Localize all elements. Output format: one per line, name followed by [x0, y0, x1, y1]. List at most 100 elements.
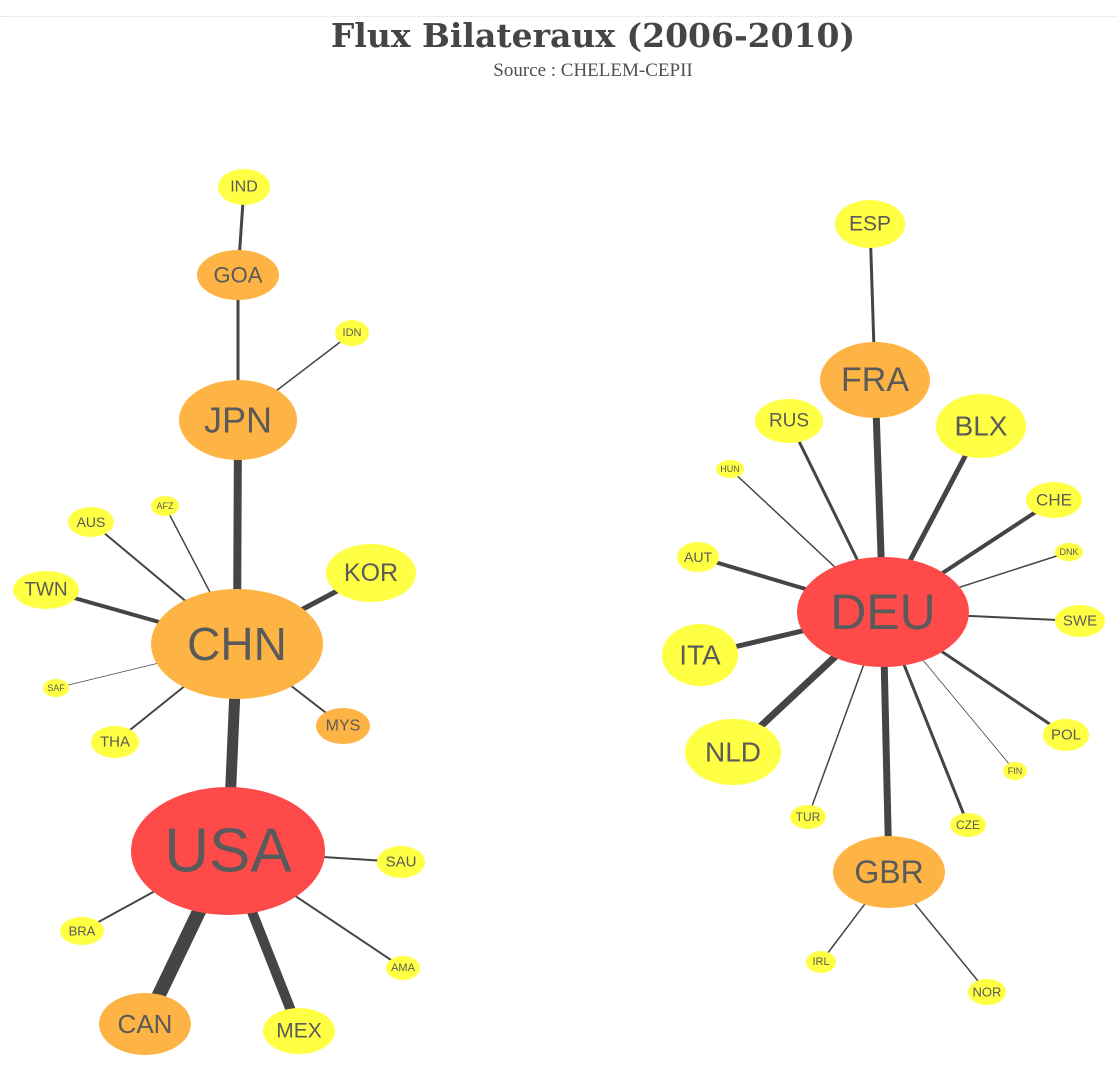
- node-can-bubble: [99, 993, 191, 1055]
- node-dnk-bubble: [1055, 543, 1083, 561]
- node-goa-label: GOA: [214, 263, 263, 288]
- node-nld-label: NLD: [705, 737, 761, 768]
- node-chn-label: CHN: [187, 618, 287, 670]
- node-goa[interactable]: GOA: [197, 250, 279, 300]
- node-rus[interactable]: RUS: [755, 399, 823, 443]
- node-saf-bubble: [43, 679, 69, 697]
- node-che[interactable]: CHE: [1026, 482, 1082, 518]
- node-che-label: CHE: [1036, 491, 1072, 510]
- node-esp[interactable]: ESP: [835, 200, 905, 248]
- node-goa-bubble: [197, 250, 279, 300]
- node-fra[interactable]: FRA: [820, 342, 930, 418]
- nodes-layer: IND GOA IDN JPN AUS AFZ KOR TWN CHN SAF MYS THA USA S…: [13, 169, 1105, 1055]
- node-aut[interactable]: AUT: [677, 542, 719, 572]
- node-esp-bubble: [835, 200, 905, 248]
- node-chn[interactable]: CHN: [151, 589, 323, 699]
- node-dnk-label: DNK: [1059, 547, 1078, 557]
- node-bra[interactable]: BRA: [60, 917, 104, 945]
- node-nld[interactable]: NLD: [685, 719, 781, 785]
- node-fra-label: FRA: [841, 361, 909, 399]
- node-che-bubble: [1026, 482, 1082, 518]
- node-ama-bubble: [386, 956, 420, 980]
- node-jpn-label: JPN: [204, 400, 272, 441]
- chart-title: Flux Bilateraux (2006-2010): [330, 16, 856, 55]
- node-deu-bubble: [797, 557, 969, 667]
- node-aus[interactable]: AUS: [68, 507, 114, 537]
- node-sau[interactable]: SAU: [377, 846, 425, 878]
- node-nor[interactable]: NOR: [968, 979, 1006, 1005]
- node-ama[interactable]: AMA: [386, 956, 420, 980]
- node-usa-label: USA: [164, 817, 292, 886]
- node-saf-label: SAF: [47, 683, 65, 693]
- node-ita-bubble: [662, 624, 738, 686]
- node-twn-label: TWN: [24, 580, 67, 601]
- node-usa-bubble: [131, 787, 325, 915]
- node-swe-label: SWE: [1063, 613, 1097, 630]
- node-fin-bubble: [1003, 762, 1027, 780]
- node-tha[interactable]: THA: [91, 726, 139, 758]
- node-mex[interactable]: MEX: [263, 1008, 335, 1054]
- node-twn-bubble: [13, 571, 79, 609]
- node-ita[interactable]: ITA: [662, 624, 738, 686]
- node-jpn-bubble: [179, 380, 297, 460]
- top-divider: [0, 16, 1116, 17]
- node-twn[interactable]: TWN: [13, 571, 79, 609]
- node-kor-label: KOR: [344, 559, 398, 587]
- node-afz-bubble: [151, 496, 179, 516]
- node-mys-bubble: [316, 708, 370, 744]
- node-tha-label: THA: [100, 734, 130, 751]
- node-mys[interactable]: MYS: [316, 708, 370, 744]
- node-ind-bubble: [218, 169, 270, 205]
- node-nor-label: NOR: [973, 985, 1002, 1000]
- node-nld-bubble: [685, 719, 781, 785]
- node-dnk[interactable]: DNK: [1055, 543, 1083, 561]
- node-hun-bubble: [716, 460, 744, 478]
- node-ama-label: AMA: [391, 962, 416, 974]
- node-irl[interactable]: IRL: [806, 951, 836, 973]
- node-idn[interactable]: IDN: [335, 320, 369, 346]
- node-mys-label: MYS: [326, 718, 361, 735]
- node-cze-label: CZE: [956, 818, 980, 832]
- node-blx[interactable]: BLX: [936, 394, 1026, 458]
- node-usa[interactable]: USA: [131, 787, 325, 915]
- node-jpn[interactable]: JPN: [179, 380, 297, 460]
- node-tha-bubble: [91, 726, 139, 758]
- node-rus-bubble: [755, 399, 823, 443]
- node-mex-bubble: [263, 1008, 335, 1054]
- node-pol-bubble: [1043, 719, 1089, 751]
- node-deu[interactable]: DEU: [797, 557, 969, 667]
- node-hun[interactable]: HUN: [716, 460, 744, 478]
- node-fin[interactable]: FIN: [1003, 762, 1027, 780]
- node-idn-bubble: [335, 320, 369, 346]
- node-can-label: CAN: [118, 1009, 173, 1039]
- node-aut-label: AUT: [684, 549, 712, 565]
- node-fra-bubble: [820, 342, 930, 418]
- node-swe-bubble: [1055, 605, 1105, 637]
- node-gbr[interactable]: GBR: [833, 836, 945, 908]
- node-swe[interactable]: SWE: [1055, 605, 1105, 637]
- node-bra-bubble: [60, 917, 104, 945]
- node-kor-bubble: [326, 544, 416, 602]
- node-irl-bubble: [806, 951, 836, 973]
- node-cze[interactable]: CZE: [950, 813, 986, 837]
- node-sau-bubble: [377, 846, 425, 878]
- node-ind[interactable]: IND: [218, 169, 270, 205]
- node-chn-bubble: [151, 589, 323, 699]
- node-hun-label: HUN: [720, 464, 740, 474]
- node-nor-bubble: [968, 979, 1006, 1005]
- node-ita-label: ITA: [679, 640, 721, 671]
- node-aus-bubble: [68, 507, 114, 537]
- node-gbr-label: GBR: [854, 854, 923, 890]
- node-bra-label: BRA: [69, 924, 96, 939]
- node-aut-bubble: [677, 542, 719, 572]
- node-pol[interactable]: POL: [1043, 719, 1089, 751]
- node-afz[interactable]: AFZ: [151, 496, 179, 516]
- node-fin-label: FIN: [1008, 766, 1023, 776]
- node-gbr-bubble: [833, 836, 945, 908]
- node-can[interactable]: CAN: [99, 993, 191, 1055]
- node-tur[interactable]: TUR: [790, 805, 826, 829]
- node-rus-label: RUS: [769, 411, 809, 432]
- node-kor[interactable]: KOR: [326, 544, 416, 602]
- node-saf[interactable]: SAF: [43, 679, 69, 697]
